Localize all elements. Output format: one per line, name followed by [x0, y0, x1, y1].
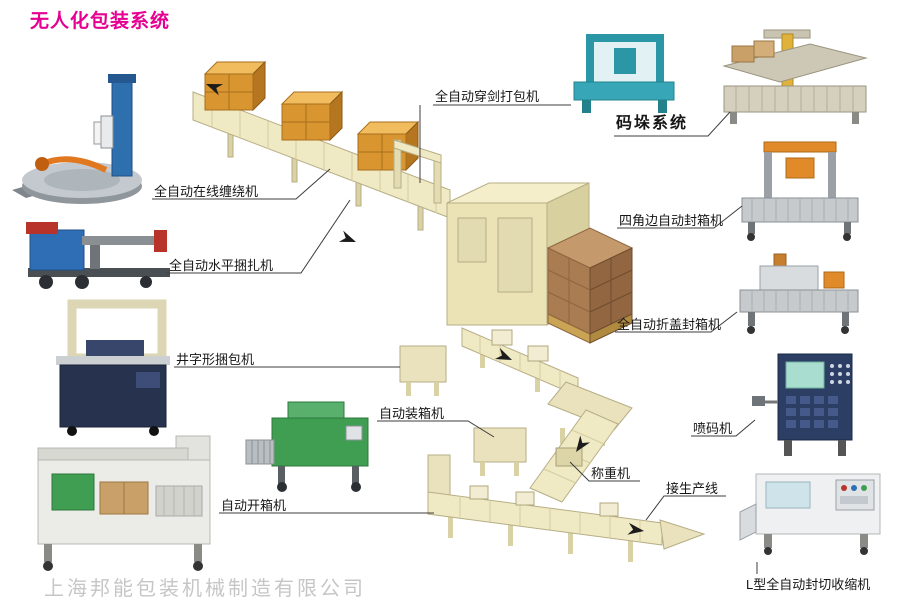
label-strapping-baler: 全自动穿剑打包机: [435, 89, 540, 104]
machine-l-shrink-wrapper: [739, 473, 881, 555]
label-production-line-connection: 接生产线: [666, 481, 719, 496]
label-flap-fold-sealer: 全自动折盖封箱机: [617, 317, 722, 332]
inline-strapper-arch: [393, 139, 442, 204]
watermark: 上海邦能包装机械制造有限公司: [44, 578, 366, 600]
callout-lines: [152, 104, 758, 574]
inline-case-packer-block: [473, 427, 527, 476]
label-weighing-machine: 称重机: [591, 466, 631, 481]
carton-stack-2: [280, 90, 344, 142]
machine-case-packer: [245, 401, 369, 492]
machine-pallet-wrapper: [12, 74, 142, 204]
label-l-shrink-wrapper: L型全自动封切收缩机: [746, 577, 871, 592]
machine-cross-strapper: [56, 299, 170, 436]
carton-stack-1: [203, 60, 267, 112]
machine-horizontal-strapper: [26, 222, 170, 289]
flow-arrow: [338, 230, 356, 242]
flow-arrow: [627, 522, 644, 535]
central-line-illustration: [192, 60, 706, 562]
machine-flap-fold-sealer: [739, 253, 859, 334]
label-palletizing-system: 码垛系统: [616, 115, 689, 132]
label-four-corner-sealer: 四角边自动封箱机: [619, 213, 724, 228]
inline-cross-strapper-block: [399, 345, 447, 396]
discharge-conveyor: [461, 327, 579, 397]
machine-strapping-baler: [573, 34, 675, 113]
label-case-packer: 自动装箱机: [379, 406, 445, 421]
incline-conveyor: [192, 91, 451, 219]
label-carton-opener: 自动开箱机: [221, 498, 287, 513]
carton-stack-3: [356, 120, 420, 172]
pallet-load: [546, 227, 634, 344]
bottom-conveyor: [427, 485, 706, 562]
flow-arrow: [576, 435, 591, 452]
machine-inkjet-printer: [752, 353, 853, 456]
flow-arrow: [494, 348, 512, 360]
label-inkjet-printer: 喷码机: [693, 421, 733, 436]
machine-four-corner-sealer: [741, 141, 859, 241]
page-title: 无人化包装系统: [30, 11, 171, 32]
label-horizontal-strapper: 全自动水平捆扎机: [169, 258, 274, 273]
label-pallet-wrapper: 全自动在线缠绕机: [154, 184, 259, 199]
weighing-conveyor: [529, 409, 619, 503]
machine-carton-opener: [37, 435, 211, 571]
flow-arrow: [206, 84, 224, 96]
label-cross-strapper: 井字形捆包机: [176, 352, 255, 367]
flow-arrows: [206, 84, 644, 535]
machine-palletizer: [722, 29, 868, 124]
